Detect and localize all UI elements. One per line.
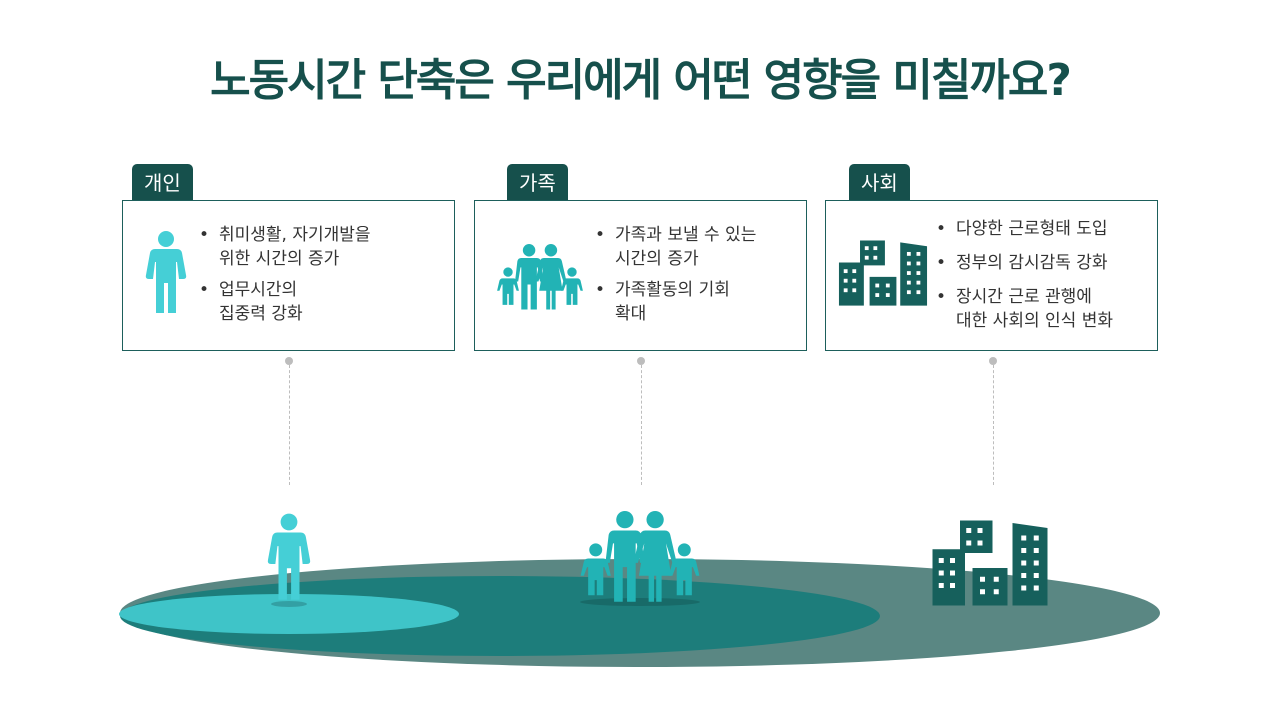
card-society: 다양한 근로형태 도입 정부의 감시감독 강화 장시간 근로 관행에 대한 사회… <box>825 200 1158 351</box>
bullet-item: 정부의 감시감독 강화 <box>936 251 1113 275</box>
bullet-item: 가족과 보낼 수 있는 시간의 증가 <box>595 223 756 271</box>
tab-individual: 개인 <box>132 164 193 200</box>
bullet-text: 가족과 보낼 수 있는 시간의 증가 <box>615 225 757 269</box>
bullet-text: 다양한 근로형태 도입 <box>956 219 1108 239</box>
connector-dot <box>285 357 293 365</box>
buildings-figure-icon <box>932 520 1048 606</box>
bullet-list-individual: 취미생활, 자기개발을 위한 시간의 증가 업무시간의 집중력 강화 <box>199 223 371 333</box>
ellipse-individual <box>119 594 459 634</box>
bullet-list-family: 가족과 보낼 수 있는 시간의 증가 가족활동의 기회 확대 <box>595 223 756 333</box>
card-individual: 취미생활, 자기개발을 위한 시간의 증가 업무시간의 집중력 강화 <box>122 200 455 351</box>
bullet-text: 정부의 감시감독 강화 <box>956 253 1108 273</box>
connector-line <box>993 365 994 485</box>
person-icon <box>145 231 187 313</box>
connector-dot <box>989 357 997 365</box>
connector-dot <box>637 357 645 365</box>
bullet-item: 업무시간의 집중력 강화 <box>199 278 371 326</box>
bullet-item: 다양한 근로형태 도입 <box>936 217 1113 241</box>
bullet-item: 가족활동의 기회 확대 <box>595 278 756 326</box>
scene-illustration <box>119 490 1160 667</box>
card-family: 가족과 보낼 수 있는 시간의 증가 가족활동의 기회 확대 <box>474 200 807 351</box>
bullet-item: 취미생활, 자기개발을 위한 시간의 증가 <box>199 223 371 271</box>
bullet-text: 취미생활, 자기개발을 위한 시간의 증가 <box>219 225 371 269</box>
page-title: 노동시간 단축은 우리에게 어떤 영향을 미칠까요? <box>210 55 1072 106</box>
bullet-text: 가족활동의 기회 확대 <box>615 280 730 324</box>
bullet-item: 장시간 근로 관행에 대한 사회의 인식 변화 <box>936 285 1113 333</box>
tab-family: 가족 <box>507 164 568 200</box>
connector-line <box>641 365 642 485</box>
connector-line <box>289 365 290 485</box>
buildings-icon <box>838 240 928 306</box>
shadow <box>580 598 700 606</box>
family-icon <box>487 231 593 311</box>
shadow <box>271 601 307 607</box>
bullet-text: 업무시간의 집중력 강화 <box>219 280 303 324</box>
bullet-text: 장시간 근로 관행에 대한 사회의 인식 변화 <box>956 287 1113 331</box>
bullet-list-society: 다양한 근로형태 도입 정부의 감시감독 강화 장시간 근로 관행에 대한 사회… <box>936 217 1113 340</box>
tab-society: 사회 <box>849 164 910 200</box>
